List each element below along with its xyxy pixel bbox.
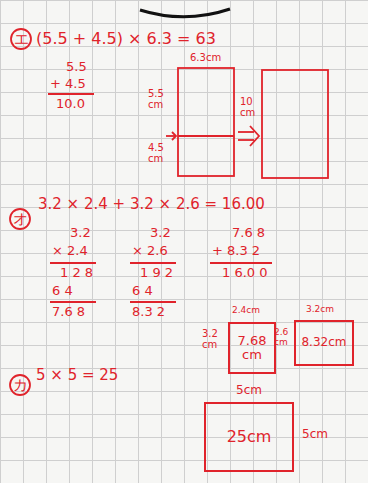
area-text: 25cm bbox=[227, 428, 272, 446]
rectangle-figure bbox=[178, 68, 234, 176]
handwritten-text: (5.5 + 4.5) × 6.3 = 63 bbox=[36, 30, 216, 48]
product-line bbox=[50, 262, 96, 264]
handwritten-text: 4.5 cm bbox=[148, 142, 172, 164]
double-arrow bbox=[250, 126, 259, 146]
product-line bbox=[130, 301, 176, 303]
handwritten-text: 3.2 × 2.4 + 3.2 × 2.6 = 16.00 bbox=[38, 196, 265, 213]
handwritten-text: 10 cm bbox=[240, 96, 260, 118]
handwritten-text: × 2.4 bbox=[52, 244, 88, 258]
handwritten-text: 3.2 cm bbox=[202, 328, 224, 350]
area-text: 8.32cm bbox=[301, 336, 346, 349]
pointer-arrow bbox=[172, 132, 176, 140]
problem-circle bbox=[10, 209, 30, 229]
handwritten-text: 2.6 cm bbox=[274, 328, 292, 348]
handwritten-text: 7.6 8 bbox=[52, 305, 85, 319]
handwritten-text: エ bbox=[14, 31, 29, 48]
hanging-string bbox=[140, 9, 230, 17]
handwritten-text: 5.5 bbox=[66, 60, 87, 74]
sum-line bbox=[48, 93, 94, 95]
area-box: 7.68 cm bbox=[228, 322, 276, 374]
handwritten-text: 5cm bbox=[236, 384, 262, 397]
handwritten-text: 10.0 bbox=[56, 97, 85, 111]
handwritten-text: オ bbox=[13, 211, 28, 228]
rectangle-figure bbox=[262, 70, 328, 178]
area-text: 7.68 cm bbox=[235, 334, 269, 363]
handwritten-text: 1 6.0 0 bbox=[222, 266, 267, 280]
handwritten-text: + 4.5 bbox=[50, 77, 86, 91]
area-box: 25cm bbox=[204, 402, 294, 472]
split-line bbox=[178, 135, 234, 137]
problem-circle bbox=[11, 29, 31, 49]
handwritten-text: 6 4 bbox=[52, 284, 73, 298]
handwritten-text: 3.2cm bbox=[306, 305, 334, 315]
handwritten-text: 5 × 5 = 25 bbox=[36, 367, 118, 384]
handwritten-text: + 8.3 2 bbox=[212, 244, 260, 258]
handwritten-text: 1 9 2 bbox=[140, 266, 173, 280]
handwritten-text: 8.3 2 bbox=[132, 305, 165, 319]
handwritten-text: 2.4cm bbox=[232, 306, 260, 316]
handwritten-text: × 2.6 bbox=[132, 244, 168, 258]
problem-circle bbox=[10, 375, 30, 395]
handwritten-text: 7.6 8 bbox=[232, 226, 265, 240]
double-arrow bbox=[238, 131, 254, 133]
area-box: 8.32cm bbox=[294, 320, 354, 366]
product-line bbox=[50, 301, 96, 303]
handwritten-text: 1 2 8 bbox=[60, 266, 93, 280]
double-arrow bbox=[238, 139, 254, 141]
handwritten-text: 5cm bbox=[302, 428, 328, 441]
sum-line bbox=[210, 262, 272, 264]
handwritten-text: 3.2 bbox=[70, 226, 91, 240]
handwritten-text: 3.2 bbox=[150, 226, 171, 240]
product-line bbox=[130, 262, 176, 264]
handwritten-text: カ bbox=[13, 377, 28, 394]
handwritten-text: 5.5 cm bbox=[148, 88, 172, 110]
handwritten-text: 6.3cm bbox=[190, 52, 221, 63]
handwritten-text: 6 4 bbox=[132, 284, 153, 298]
